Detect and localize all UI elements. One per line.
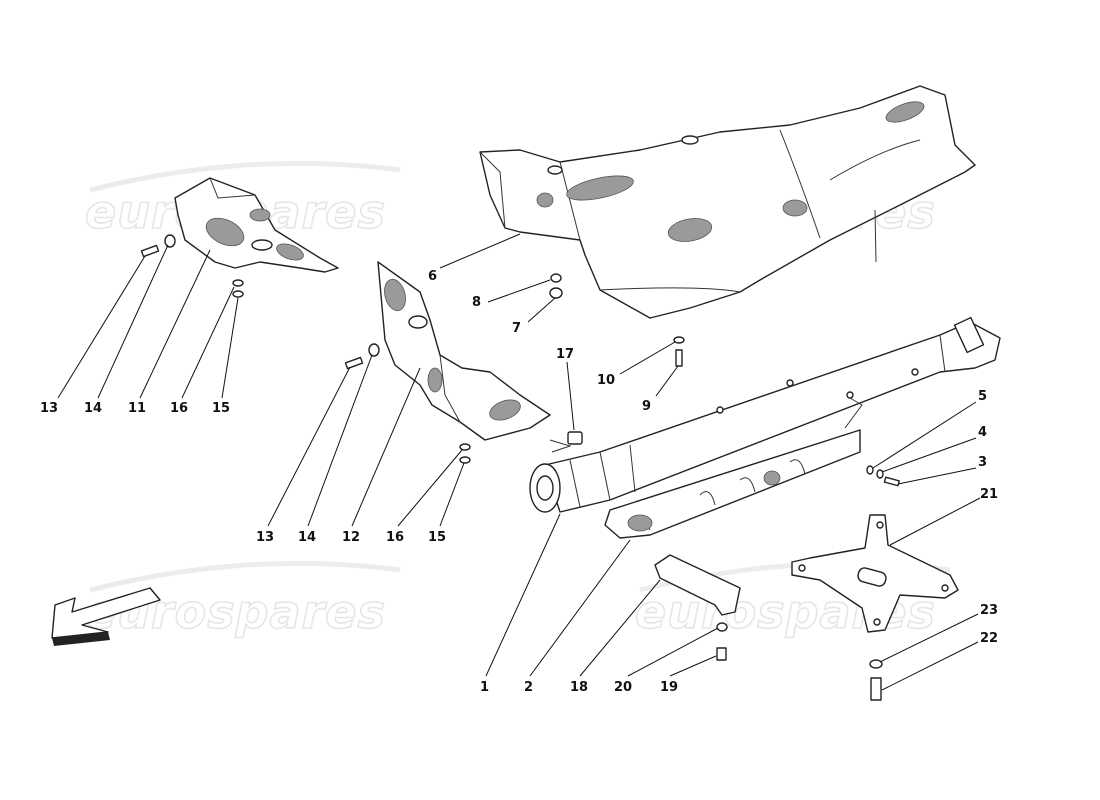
callout-7: 7: [512, 321, 521, 336]
callout-8: 8: [472, 295, 481, 310]
callout-11: 11: [128, 401, 146, 416]
callout-19: 19: [660, 680, 678, 695]
callout-15: 15: [212, 401, 230, 416]
fastener-19-20: [716, 622, 728, 661]
bracket-18: [654, 554, 741, 616]
callout-9: 9: [642, 399, 651, 414]
callout-5: 5: [978, 389, 987, 404]
callout-1: 1: [480, 680, 489, 695]
transmission-tube: [529, 316, 1001, 513]
bracket-line: [549, 439, 572, 453]
fastener-15-16-left: [232, 279, 244, 298]
callout-12: 12: [342, 530, 360, 545]
fastener-3-4-5: [866, 465, 900, 487]
tunnel-heat-shield: [479, 85, 976, 319]
callout-3: 3: [978, 455, 987, 470]
callout-18: 18: [570, 680, 588, 695]
callout-14: 14: [84, 401, 102, 416]
callout-2: 2: [524, 680, 533, 695]
fastener-15-16-middle: [459, 443, 471, 464]
cross-member-21: [791, 514, 959, 633]
callout-20: 20: [614, 680, 632, 695]
left-upper-heat-shield: [174, 177, 339, 273]
callout-22: 22: [980, 631, 998, 646]
tube-lower-shell: [604, 397, 863, 539]
callout-16: 16: [386, 530, 404, 545]
callout-21: 21: [980, 487, 998, 502]
leader-lines: [57, 233, 981, 691]
callout-17: 17: [556, 347, 574, 362]
front-direction-arrow-icon: [51, 587, 161, 646]
fastener-7-8: [549, 273, 563, 299]
callout-4: 4: [978, 425, 987, 440]
callout-13: 13: [40, 401, 58, 416]
callout-6: 6: [428, 269, 437, 284]
callout-labels: 13 14 11 16 15 13 14 12 16 15 6 8 7 10 9…: [40, 269, 998, 695]
fastener-13-14-left: [140, 234, 176, 258]
callout-23: 23: [980, 603, 998, 618]
fastener-9-10: [673, 336, 685, 367]
nut-17: [567, 431, 583, 445]
callout-15: 15: [428, 530, 446, 545]
callout-10: 10: [597, 373, 615, 388]
middle-heat-shield: [377, 261, 551, 441]
watermark-text: eurospares: [85, 585, 386, 639]
callout-14: 14: [298, 530, 316, 545]
callout-13: 13: [256, 530, 274, 545]
fastener-22-23: [869, 659, 883, 701]
fastener-13-14-middle: [344, 343, 380, 370]
callout-16: 16: [170, 401, 188, 416]
